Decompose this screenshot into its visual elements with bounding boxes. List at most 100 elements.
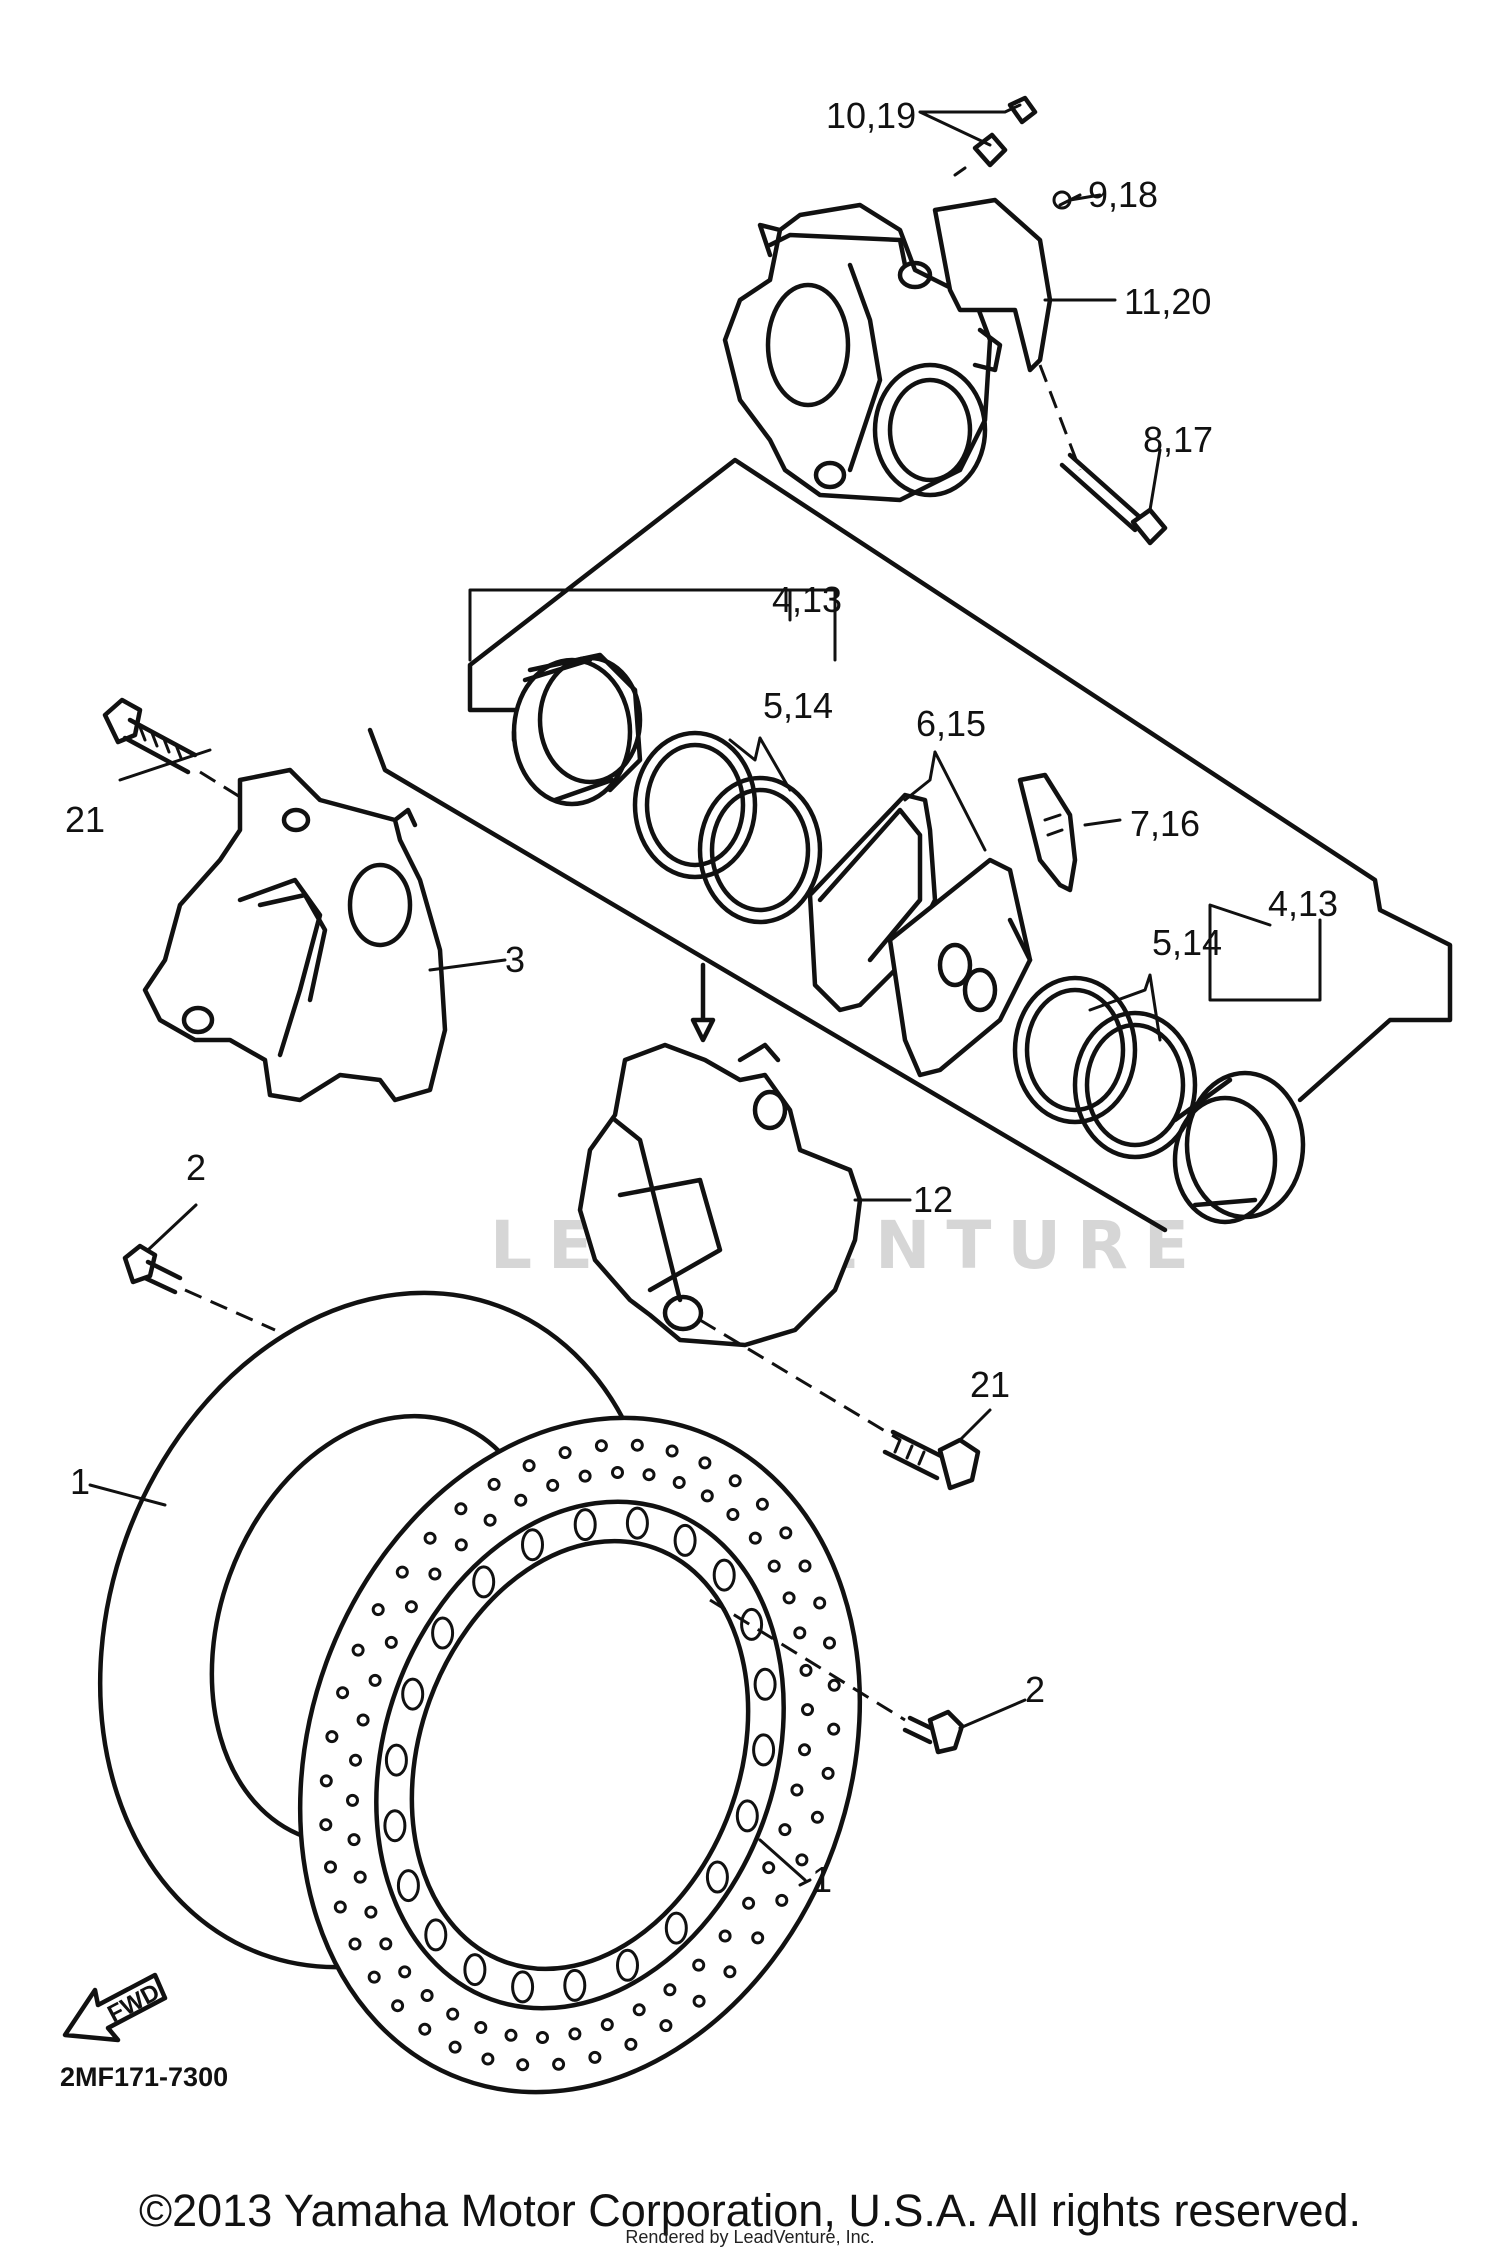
disc-bolt-hole bbox=[424, 1918, 448, 1952]
disc-bolt-hole bbox=[511, 1970, 535, 2004]
disc-drill-hole bbox=[446, 2007, 460, 2021]
pad-shim bbox=[1017, 772, 1078, 893]
disc-drill-hole bbox=[630, 1438, 644, 1452]
callout-21-left: 21 bbox=[65, 799, 105, 840]
disc-drill-hole bbox=[726, 1508, 740, 1521]
disc-drill-hole bbox=[632, 2003, 646, 2017]
disc-drill-hole bbox=[423, 1531, 437, 1545]
diagram-code: 2MF171-7300 bbox=[60, 2062, 228, 2092]
disc-drill-hole bbox=[448, 2040, 462, 2054]
disc-bolt-hole bbox=[664, 1911, 688, 1945]
disc-drill-hole bbox=[404, 1600, 418, 1614]
disc-drill-hole bbox=[799, 1663, 813, 1677]
disc-drill-hole bbox=[395, 1565, 409, 1579]
disc-drill-hole bbox=[536, 2031, 549, 2044]
disc-bolt-hole bbox=[625, 1506, 649, 1540]
disc-drill-hole bbox=[364, 1905, 378, 1919]
disc-drill-hole bbox=[692, 1994, 706, 2008]
disc-drill-hole bbox=[347, 1833, 361, 1847]
disc-drill-hole bbox=[319, 1774, 333, 1788]
disc-drill-hole bbox=[755, 1497, 769, 1511]
leader-dash bbox=[709, 1598, 906, 1722]
rendered-by-text: Rendered by LeadVenture, Inc. bbox=[625, 2227, 875, 2247]
disc-drill-hole bbox=[367, 1970, 381, 1984]
callout-2-top: 2 bbox=[186, 1147, 206, 1188]
callout-12: 12 bbox=[913, 1179, 953, 1220]
disc-bolt-hole bbox=[752, 1733, 776, 1767]
pad-right bbox=[887, 857, 1033, 1078]
pad-pin bbox=[1059, 452, 1168, 546]
disc-bolt-hole bbox=[431, 1616, 455, 1650]
disc-bolt-holes bbox=[383, 1506, 777, 2004]
disc-bolt-hole bbox=[740, 1607, 764, 1641]
disc-bolt-hole bbox=[563, 1968, 587, 2002]
disc-drill-hole bbox=[813, 1596, 827, 1610]
disc-drill-hole bbox=[700, 1489, 714, 1503]
bolt-21-right bbox=[882, 1429, 981, 1491]
disc-drill-hole bbox=[420, 1989, 434, 2002]
disc-drill-hole bbox=[346, 1793, 359, 1807]
disc-drill-hole bbox=[353, 1870, 367, 1884]
bolt-2-top bbox=[122, 1243, 183, 1295]
disc-bolt-hole bbox=[573, 1508, 597, 1542]
disc-drill-hole bbox=[398, 1965, 412, 1979]
leader-dash bbox=[699, 1318, 901, 1442]
disc-drill-hole bbox=[767, 1559, 781, 1573]
bleed-screw bbox=[953, 95, 1038, 177]
leader-dash bbox=[1038, 364, 1082, 471]
down-arrow-head bbox=[690, 1017, 716, 1043]
disc-drill-hole bbox=[798, 1559, 812, 1573]
disc-drill-hole bbox=[319, 1818, 333, 1832]
disc-drill-hole bbox=[795, 1853, 809, 1867]
disc-drill-hole bbox=[762, 1861, 776, 1875]
disc-drill-hole bbox=[356, 1713, 370, 1727]
disc-drill-hole bbox=[487, 1477, 501, 1491]
disc-drill-hole bbox=[588, 2050, 602, 2064]
callout-9-18: 9,18 bbox=[1088, 174, 1158, 215]
disc-drill-hole bbox=[624, 2037, 638, 2051]
disc-drill-hole bbox=[418, 2022, 432, 2036]
disc-drill-hole bbox=[324, 1860, 337, 1874]
disc-drill-hole bbox=[351, 1643, 365, 1657]
disc-drill-hole bbox=[325, 1730, 339, 1744]
disc-drill-hole bbox=[516, 2058, 530, 2072]
disc-drill-hole bbox=[642, 1468, 656, 1482]
disc-bolt-hole bbox=[616, 1948, 639, 1982]
bolt-2-right bbox=[902, 1709, 965, 1755]
brake-disc-front bbox=[297, 1415, 863, 2095]
disc-drill-hole bbox=[611, 1466, 624, 1479]
disc-drill-hole bbox=[379, 1937, 393, 1951]
disc-drill-hole bbox=[723, 1965, 737, 1979]
disc-drill-hole bbox=[368, 1673, 382, 1687]
disc-drill-hole bbox=[782, 1591, 796, 1605]
disc-drill-hole bbox=[504, 2028, 518, 2042]
disc-drill-hole bbox=[801, 1703, 814, 1717]
seals-top bbox=[632, 730, 823, 925]
callout-8-17: 8,17 bbox=[1143, 419, 1213, 460]
callout-6-15: 6,15 bbox=[916, 703, 986, 744]
caliper-top bbox=[722, 202, 1003, 503]
disc-bolt-hole bbox=[753, 1667, 777, 1701]
callout-1-right: 1 bbox=[812, 1859, 832, 1900]
disc-bolt-hole bbox=[384, 1743, 408, 1777]
disc-drill-hole bbox=[821, 1766, 835, 1780]
disc-bolt-hole bbox=[705, 1860, 729, 1894]
disc-drill-hole bbox=[692, 1958, 706, 1972]
disc-drill-hole bbox=[483, 1513, 497, 1527]
disc-drill-hole bbox=[790, 1783, 804, 1797]
callout-7-16: 7,16 bbox=[1130, 803, 1200, 844]
disc-drill-hole bbox=[371, 1603, 385, 1617]
callout-21-right: 21 bbox=[970, 1364, 1010, 1405]
disc-drill-hole bbox=[522, 1459, 536, 1473]
disc-drill-hole bbox=[748, 1531, 762, 1545]
disc-drill-hole bbox=[718, 1929, 732, 1943]
callout-2-right: 2 bbox=[1025, 1669, 1045, 1710]
disc-drill-hole bbox=[659, 2019, 673, 2033]
piston-right bbox=[1172, 1070, 1306, 1225]
bolt-21-left bbox=[102, 697, 198, 775]
disc-drill-hole bbox=[514, 1493, 528, 1507]
disc-drill-hole bbox=[428, 1567, 442, 1581]
disc-drill-holes bbox=[319, 1438, 841, 2072]
disc-drill-hole bbox=[474, 2021, 488, 2034]
